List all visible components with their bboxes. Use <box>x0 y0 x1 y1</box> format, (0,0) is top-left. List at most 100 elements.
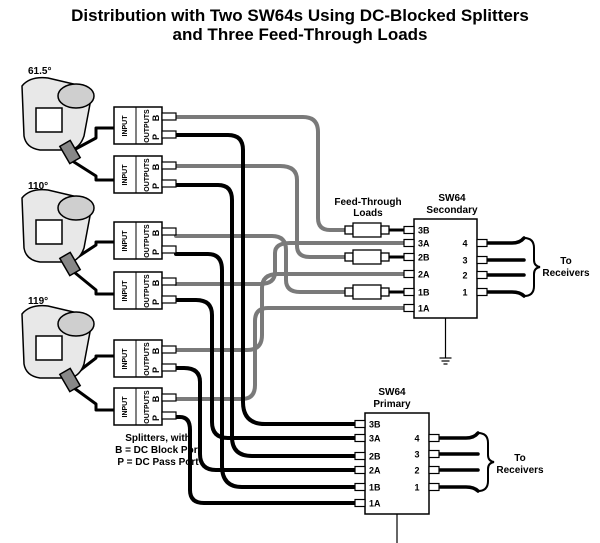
splitter-b-port <box>161 161 177 170</box>
splitter-body <box>113 221 163 260</box>
primary-output-port <box>428 449 440 459</box>
secondary-input-port <box>403 238 415 248</box>
secondary-output-port <box>476 270 488 280</box>
splitter-input-label: INPUT <box>122 230 129 252</box>
primary-receivers-label-line2: Receivers <box>496 465 544 476</box>
primary-input-port <box>354 498 366 508</box>
primary-receivers-brace <box>477 432 495 492</box>
feed-through-load-3 <box>344 284 390 300</box>
splitter-outputs-label: OUTPUTS <box>144 390 151 424</box>
cable-dish2-s3 <box>68 240 116 264</box>
primary-sw64-body <box>364 412 430 515</box>
legend-line3: P = DC Pass Port <box>117 457 199 468</box>
primary-input-port <box>354 465 366 475</box>
splitter-outputs-label: OUTPUTS <box>144 224 151 258</box>
splitter-input-label: INPUT <box>122 115 129 137</box>
feed-through-load-1 <box>344 222 390 238</box>
primary-output-port <box>428 433 440 443</box>
secondary-output-label-1: 3 <box>462 256 467 266</box>
primary-input-label-5: 1A <box>369 499 381 509</box>
cable-sec-out-1 <box>485 290 526 298</box>
cable-dish3-s6 <box>72 386 116 412</box>
feed-through-label-line2: Loads <box>353 208 383 219</box>
secondary-input-port <box>403 252 415 262</box>
splitter-p-port <box>161 411 177 420</box>
secondary-output-port <box>476 255 488 265</box>
splitter-p-port-label: P <box>151 367 161 373</box>
dish-1-angle: 61.5° <box>28 66 51 77</box>
splitter-p-port-label: P <box>151 415 161 421</box>
primary-output-label-1: 3 <box>414 450 419 460</box>
secondary-input-port <box>403 287 415 297</box>
primary-input-port <box>354 419 366 429</box>
primary-input-label-3: 2A <box>369 466 381 476</box>
splitter-input-label: INPUT <box>122 280 129 302</box>
splitter-p-port <box>161 179 177 188</box>
splitter-input-label: INPUT <box>122 348 129 370</box>
cable-dish1-s2 <box>72 160 116 182</box>
secondary-title-line2: Secondary <box>426 205 478 216</box>
splitter-input-label: INPUT <box>122 164 129 186</box>
splitter-b-port-label: B <box>151 229 161 236</box>
cable-sec-out-4 <box>485 236 526 245</box>
splitter-body <box>113 155 163 194</box>
splitter-p-port-label: P <box>151 183 161 189</box>
cable-dish2-s4 <box>72 270 116 296</box>
splitter-outputs-label: OUTPUTS <box>144 158 151 192</box>
primary-receivers-label-line1: To <box>514 453 525 464</box>
page-subtitle: and Three Feed-Through Loads <box>172 25 428 44</box>
primary-input-label-4: 1B <box>369 483 381 493</box>
splitter-b-port-label: B <box>151 279 161 286</box>
splitter-body <box>113 271 163 310</box>
splitter-p-port-label: P <box>151 134 161 140</box>
splitter-b-port-label: B <box>151 347 161 354</box>
cable-s6p-pri1a <box>174 415 357 505</box>
splitter-body <box>113 339 163 378</box>
secondary-input-label-5: 1A <box>418 304 430 314</box>
cable-s6b-sec1a <box>174 306 406 401</box>
primary-output-label-0: 4 <box>414 434 419 444</box>
secondary-input-port <box>403 225 415 235</box>
legend-line2: B = DC Block Port <box>115 445 202 456</box>
secondary-output-label-3: 1 <box>462 288 467 298</box>
cable-s3b-sec1b <box>174 234 347 294</box>
secondary-input-port <box>403 269 415 279</box>
secondary-receivers-brace <box>523 237 541 297</box>
splitter-input-label: INPUT <box>122 396 129 418</box>
cable-s5p-pri2a <box>174 366 357 472</box>
dish-1 <box>21 76 95 165</box>
splitter-b-port <box>161 345 177 354</box>
primary-title-line2: Primary <box>373 399 411 410</box>
cable-s3p-pri1b <box>174 252 357 489</box>
cable-s1p-pri3b <box>174 133 357 426</box>
primary-input-label-0: 3B <box>369 420 381 430</box>
secondary-input-label-0: 3B <box>418 226 430 236</box>
cable-s4p-pri3a <box>174 298 357 440</box>
splitter-body <box>113 106 163 145</box>
secondary-title-line1: SW64 <box>438 193 466 204</box>
secondary-input-label-2: 2B <box>418 253 430 263</box>
dish-3 <box>21 304 95 393</box>
secondary-output-label-0: 4 <box>462 239 467 249</box>
primary-title-line1: SW64 <box>378 387 406 398</box>
primary-input-port <box>354 451 366 461</box>
splitter-b-port <box>161 227 177 236</box>
splitter-outputs-label: OUTPUTS <box>144 274 151 308</box>
primary-output-port <box>428 465 440 475</box>
secondary-receivers-label-line2: Receivers <box>542 268 590 279</box>
cable-s4b-sec3a <box>174 241 406 286</box>
splitter-b-port-label: B <box>151 163 161 170</box>
secondary-input-port <box>403 303 415 313</box>
primary-output-port <box>428 482 440 492</box>
primary-input-label-2: 2B <box>369 452 381 462</box>
splitter-outputs-label: OUTPUTS <box>144 109 151 143</box>
dish-3-angle: 119° <box>28 296 48 307</box>
splitter-b-port <box>161 112 177 121</box>
secondary-input-label-4: 1B <box>418 288 430 298</box>
splitter-p-port-label: P <box>151 249 161 255</box>
